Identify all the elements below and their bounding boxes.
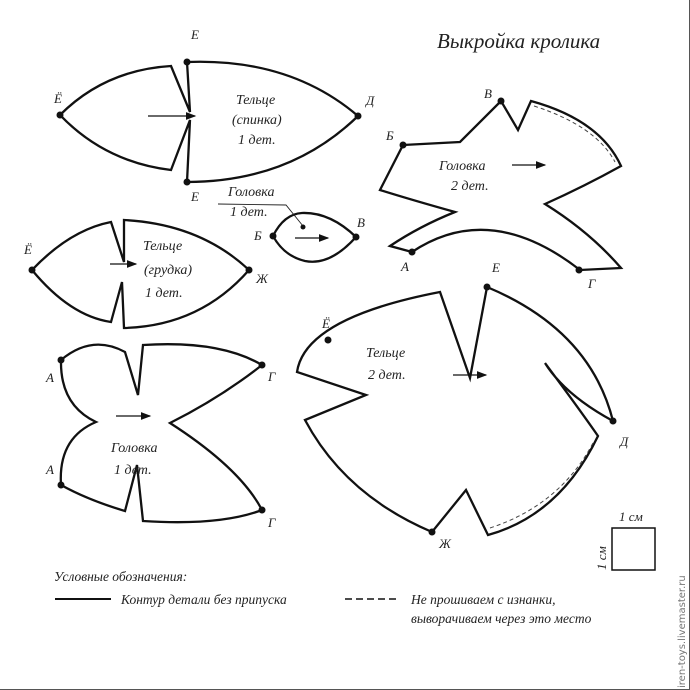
piece-body-chest: Ё Ж Тельце (грудка) 1 дет.: [23, 218, 269, 330]
legend-solid-text: Контур детали без припуска: [120, 592, 287, 607]
point-label: А: [45, 370, 54, 385]
piece-label: 2 дет.: [451, 179, 489, 194]
point-label: Д: [364, 93, 375, 108]
piece-label: 1 дет.: [230, 205, 268, 220]
point-label: Д: [618, 434, 629, 449]
piece-label: Головка: [227, 185, 274, 200]
piece-label: 2 дет.: [368, 368, 406, 383]
piece-label: Головка: [110, 441, 157, 456]
point-label: Е: [190, 27, 199, 42]
point-label: Г: [587, 276, 596, 291]
legend: Условные обозначения: Контур детали без …: [54, 569, 592, 626]
point-label: Ж: [438, 536, 452, 551]
point-label: Г: [267, 515, 276, 530]
piece-label: Головка: [438, 159, 485, 174]
piece-label: (грудка): [144, 263, 192, 278]
point-label: В: [484, 86, 492, 101]
point-label: Ё: [53, 91, 62, 106]
page-title: Выкройка кролика: [437, 29, 600, 53]
point-label: Е: [491, 260, 500, 275]
scale-square: 1 см 1 см: [594, 509, 656, 571]
scale-height-label: 1 см: [594, 546, 609, 570]
legend-dashed-text: выворачиваем через это место: [411, 611, 592, 626]
piece-label: Тельце: [143, 239, 182, 254]
point-label: А: [45, 462, 54, 477]
point-label: Е: [190, 189, 199, 204]
piece-label: (спинка): [232, 113, 282, 128]
point-label: Ё: [23, 242, 32, 257]
point-label: А: [400, 259, 409, 274]
point-label: Б: [253, 228, 262, 243]
piece-label: 1 дет.: [145, 286, 183, 301]
watermark: iren-toys.livemaster.ru: [677, 575, 688, 688]
point-label: Ё: [321, 316, 330, 331]
scale-width-label: 1 см: [619, 509, 643, 524]
piece-body-back: Ё Е Д Е Тельце (спинка) 1 дет.: [53, 27, 375, 204]
point-label: Г: [267, 369, 276, 384]
piece-label: 1 дет.: [114, 463, 152, 478]
legend-title: Условные обозначения:: [54, 569, 187, 584]
leader-line: [217, 203, 304, 227]
piece-head-side: Б В А Г Головка 2 дет.: [378, 86, 624, 291]
piece-label: Тельце: [236, 93, 275, 108]
point-label: Б: [385, 128, 394, 143]
piece-head-top: Б В Головка 1 дет.: [217, 185, 365, 263]
point-label: В: [357, 215, 365, 230]
piece-head-bottom: А Г А Г Головка 1 дет.: [45, 343, 276, 530]
piece-body-side: Ё Е Д Ж Тельце 2 дет.: [295, 260, 629, 551]
piece-label: Тельце: [366, 346, 405, 361]
piece-label: 1 дет.: [238, 133, 276, 148]
legend-dashed-text: Не прошиваем с изнанки,: [410, 592, 555, 607]
point-label: Ж: [255, 271, 269, 286]
